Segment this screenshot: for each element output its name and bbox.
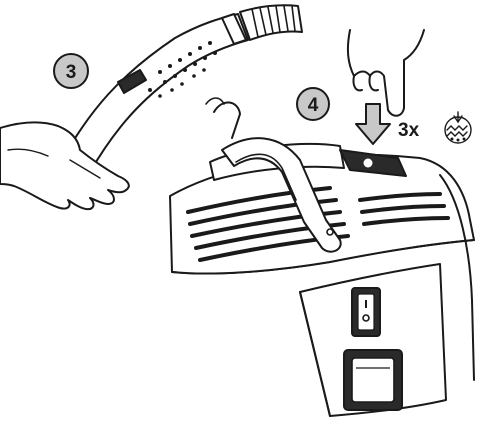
step-3-badge: 3 bbox=[54, 54, 88, 88]
step-3-label: 3 bbox=[66, 62, 77, 83]
down-arrow-icon bbox=[356, 104, 390, 144]
power-switch-icon[interactable] bbox=[352, 288, 380, 336]
press-count-label: 3x bbox=[398, 120, 420, 141]
step-4-label: 4 bbox=[308, 95, 319, 116]
pointing-finger-icon bbox=[348, 30, 424, 116]
step-4-badge: 4 bbox=[297, 88, 329, 120]
button-symbol-icon bbox=[445, 112, 471, 143]
vacuum-icon bbox=[170, 98, 474, 416]
socket-icon bbox=[344, 350, 402, 410]
